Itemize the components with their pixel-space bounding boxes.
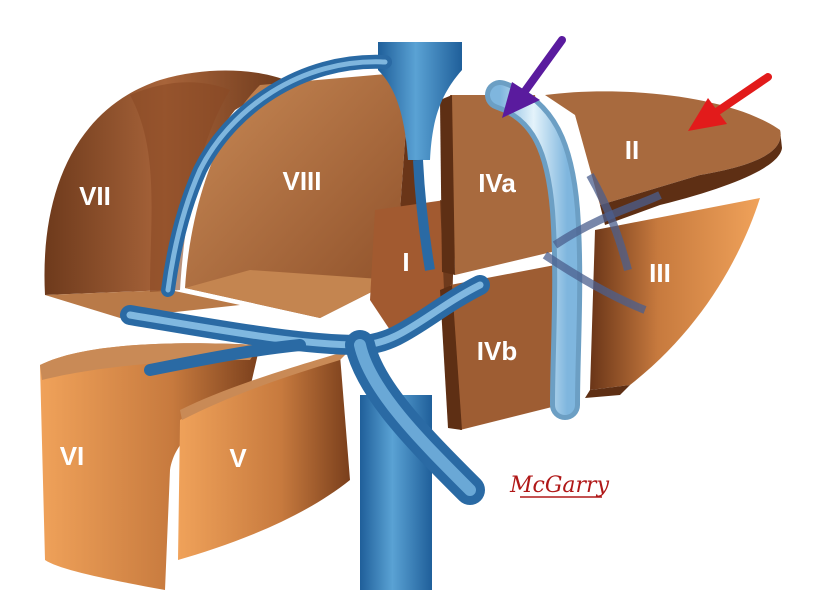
artist-signature: McGarry bbox=[509, 473, 610, 498]
label-segment-iii: III bbox=[649, 258, 671, 288]
portal-vein bbox=[120, 275, 490, 505]
segment-iva bbox=[440, 95, 560, 275]
label-segment-ii: II bbox=[625, 135, 639, 165]
red-arrow bbox=[688, 73, 772, 131]
segment-iii bbox=[585, 198, 760, 398]
hepatic-vein-right bbox=[161, 54, 392, 297]
left-branch-vessels bbox=[542, 173, 662, 314]
segment-v bbox=[178, 350, 350, 560]
segment-vii bbox=[44, 70, 285, 318]
label-segment-vi: VI bbox=[60, 441, 85, 471]
label-segment-ivb: IVb bbox=[477, 336, 517, 366]
label-segment-iva: IVa bbox=[478, 168, 516, 198]
segment-ivb bbox=[440, 265, 560, 430]
umbilical-fissure-vein bbox=[485, 80, 583, 420]
label-segment-v: V bbox=[229, 443, 247, 473]
signature-text: McGarry bbox=[509, 473, 610, 498]
purple-arrow bbox=[502, 36, 566, 118]
label-segment-viii: VIII bbox=[282, 166, 321, 196]
hepatic-vein-middle bbox=[413, 159, 435, 271]
label-segment-i: I bbox=[402, 247, 409, 277]
label-segment-vii: VII bbox=[79, 181, 111, 211]
